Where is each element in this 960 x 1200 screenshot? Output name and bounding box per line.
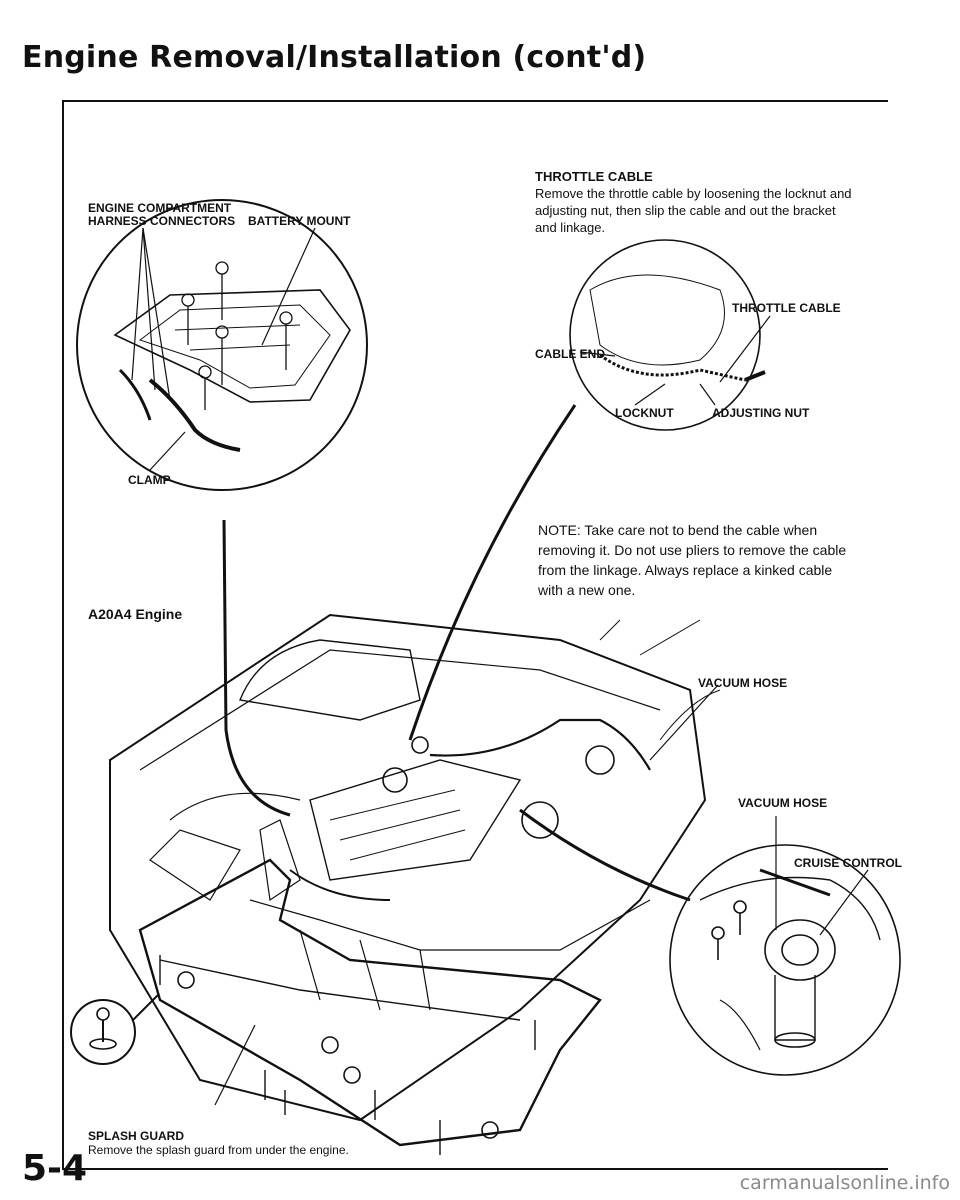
cruise-control-detail-circle xyxy=(669,844,901,1076)
note-line1: NOTE: Take care not to bend the cable wh… xyxy=(538,522,818,538)
adjusting-nut-label: ADJUSTING NUT xyxy=(712,406,810,420)
note-line4: with a new one. xyxy=(538,582,636,598)
splash-guard-label: SPLASH GUARD xyxy=(88,1129,185,1143)
vacuum-hose-label-upper: VACUUM HOSE xyxy=(698,676,788,690)
note-line2: removing it. Do not use pliers to remove… xyxy=(538,542,847,558)
throttle-cable-detail-circle xyxy=(569,239,761,431)
note-line3: from the linkage. Always replace a kinke… xyxy=(538,562,833,578)
page-title: Engine Removal/Installation (cont'd) xyxy=(22,40,647,75)
cruise-control-label: CRUISE CONTROL xyxy=(794,856,902,870)
throttle-cable-heading: THROTTLE CABLE xyxy=(535,169,653,184)
throttle-cable-instruction-line1: Remove the throttle cable by loosening t… xyxy=(535,186,852,201)
battery-mount-label: BATTERY MOUNT xyxy=(248,214,351,228)
harness-connectors-label-line1: ENGINE COMPARTMENT xyxy=(88,201,232,215)
battery-mount-detail-circle xyxy=(76,199,368,491)
harness-connectors-label-line2: HARNESS CONNECTORS xyxy=(88,214,236,228)
top-rule xyxy=(62,100,888,102)
bolt-detail-circle xyxy=(70,999,136,1065)
throttle-cable-callout-label: THROTTLE CABLE xyxy=(732,301,841,315)
splash-guard-instruction: Remove the splash guard from under the e… xyxy=(88,1143,349,1157)
splash-guard-arrows xyxy=(159,955,536,1155)
locknut-label: LOCKNUT xyxy=(615,406,674,420)
vacuum-hose-label-lower: VACUUM HOSE xyxy=(738,796,828,810)
page-number: 5-4 xyxy=(22,1148,88,1189)
bolt-icons xyxy=(181,261,293,410)
throttle-cable-instruction-line2: adjusting nut, then slip the cable and o… xyxy=(535,203,836,218)
bottom-rule xyxy=(62,1168,888,1170)
left-frame-rule xyxy=(62,100,64,1170)
engine-model-label: A20A4 Engine xyxy=(88,606,183,622)
cable-end-label: CABLE END xyxy=(535,347,606,361)
clamp-label: CLAMP xyxy=(128,473,171,487)
watermark: carmanualsonline.info xyxy=(739,1172,950,1194)
throttle-cable-instruction-line3: and linkage. xyxy=(535,220,606,235)
